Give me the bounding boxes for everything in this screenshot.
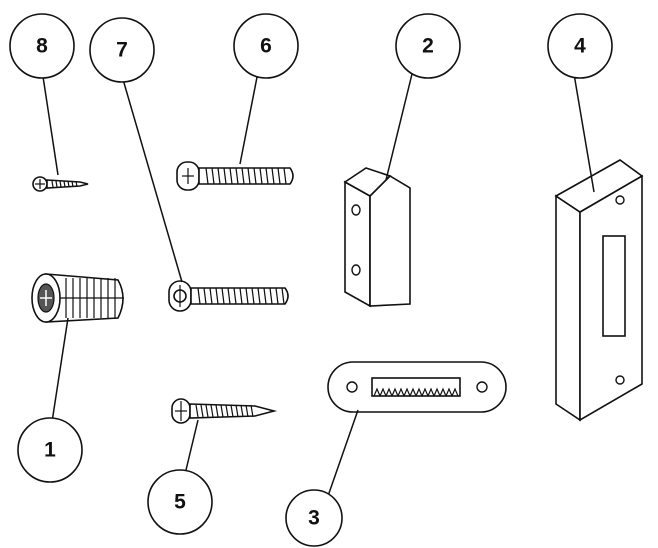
leader-8 — [41, 69, 59, 176]
callout-7: 7 — [89, 17, 155, 83]
callout-8: 8 — [9, 13, 75, 79]
svg-text:3: 3 — [308, 507, 320, 530]
svg-text:2: 2 — [422, 35, 434, 58]
angle-strike-plate-icon — [554, 159, 644, 422]
callout-6: 6 — [233, 13, 299, 79]
callout-1: 1 — [17, 417, 83, 483]
phillips-machine-screw-icon — [176, 161, 294, 191]
leader-3 — [327, 409, 359, 497]
callout-3: 3 — [285, 489, 343, 547]
callout-4: 4 — [547, 13, 613, 79]
svg-text:1: 1 — [44, 439, 56, 462]
machine-screw-icon — [168, 280, 289, 312]
svg-text:5: 5 — [174, 491, 186, 514]
callout-2: 2 — [395, 13, 461, 79]
leader-4 — [573, 73, 595, 193]
svg-text:4: 4 — [574, 35, 586, 58]
angle-bracket-icon — [343, 167, 411, 308]
svg-text:8: 8 — [36, 35, 48, 58]
leader-5 — [185, 419, 199, 471]
svg-text:7: 7 — [116, 39, 128, 62]
small-wood-screw-icon — [32, 176, 89, 192]
svg-text:6: 6 — [260, 35, 272, 58]
leader-lines — [41, 69, 595, 497]
callout-5: 5 — [147, 469, 213, 535]
leader-7 — [121, 75, 183, 283]
leader-2 — [385, 73, 413, 181]
oval-strike-plate-icon — [327, 361, 507, 413]
wood-screw-icon — [171, 398, 278, 424]
barrel-nut-icon — [31, 273, 124, 323]
leader-6 — [239, 71, 259, 165]
leader-1 — [51, 317, 69, 423]
